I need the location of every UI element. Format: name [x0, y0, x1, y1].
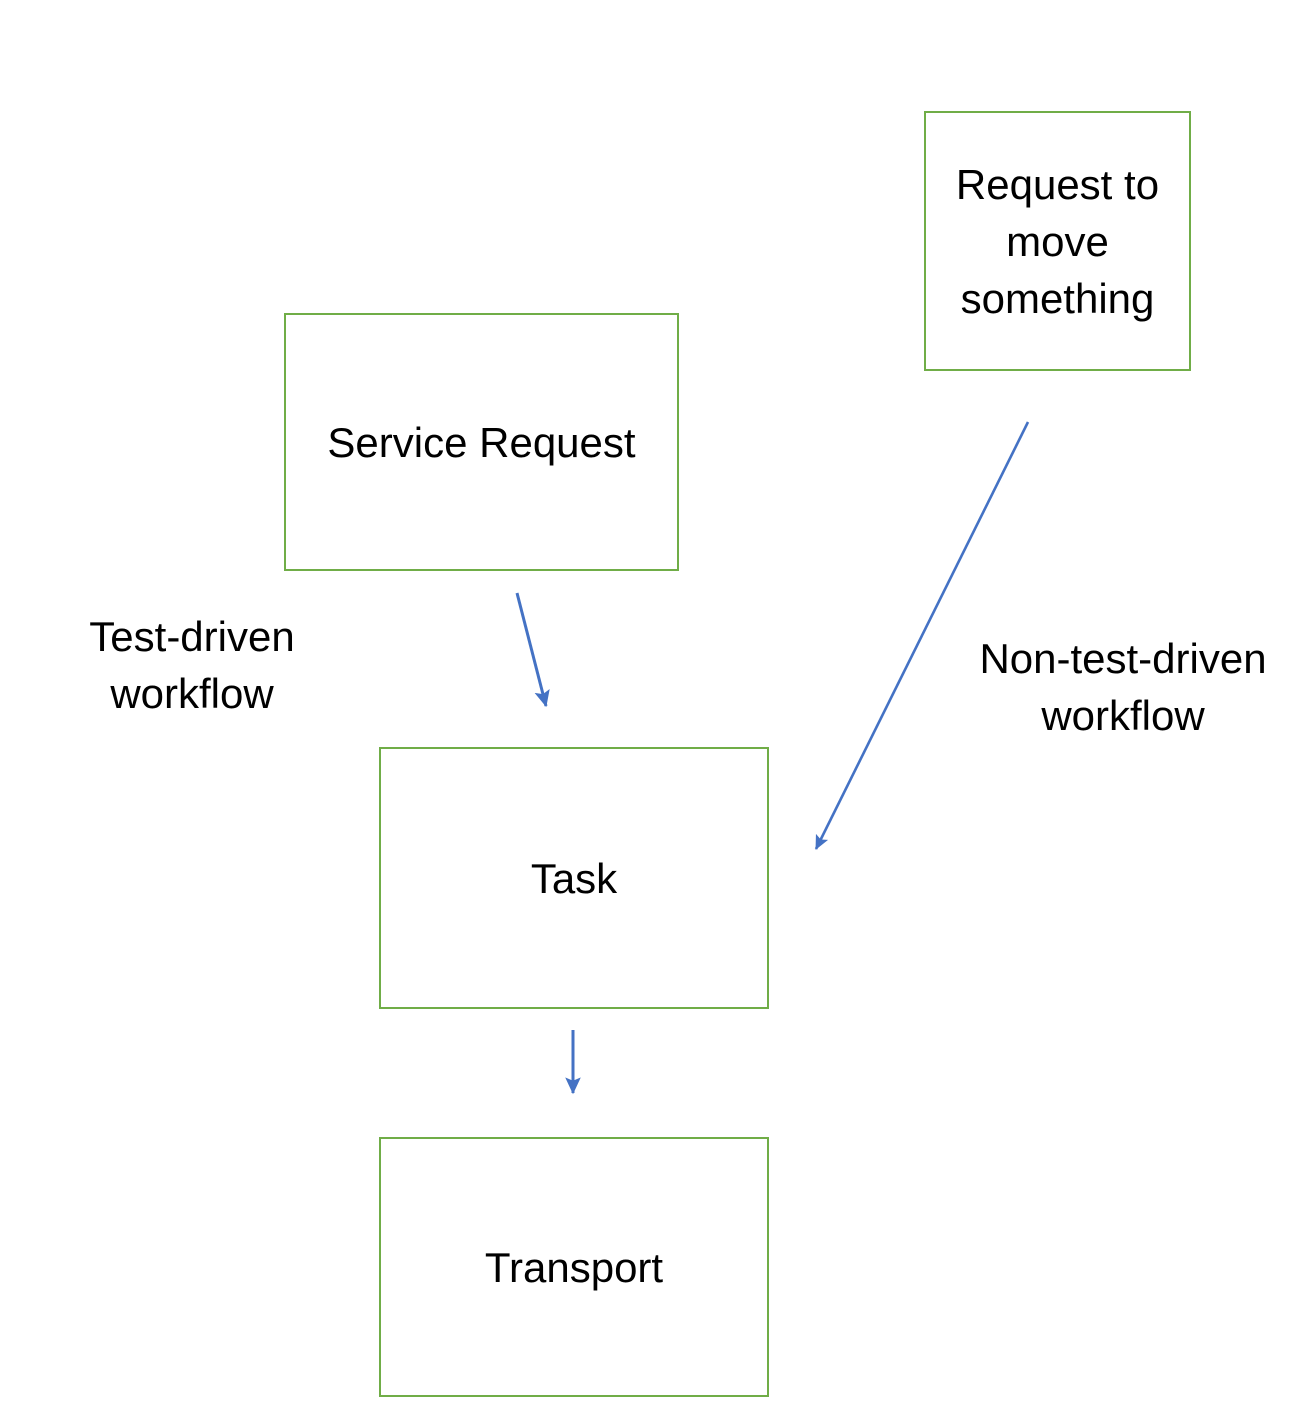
- node-task[interactable]: Task: [379, 747, 769, 1009]
- node-label: Service Request: [327, 418, 636, 466]
- annotation-non-test-driven-workflow: Non-test-driven workflow: [979, 635, 1267, 739]
- annotation-test-driven-workflow: Test-driven workflow: [89, 613, 295, 717]
- node-request-to-move-something[interactable]: Request to move something: [924, 111, 1191, 371]
- node-label: Transport: [484, 1243, 664, 1291]
- node-label: Request to move something: [955, 160, 1160, 322]
- node-label: Task: [530, 854, 618, 902]
- connector-service-request-to-task: [515, 592, 550, 708]
- node-service-request[interactable]: Service Request: [284, 313, 679, 571]
- node-transport[interactable]: Transport: [379, 1137, 769, 1397]
